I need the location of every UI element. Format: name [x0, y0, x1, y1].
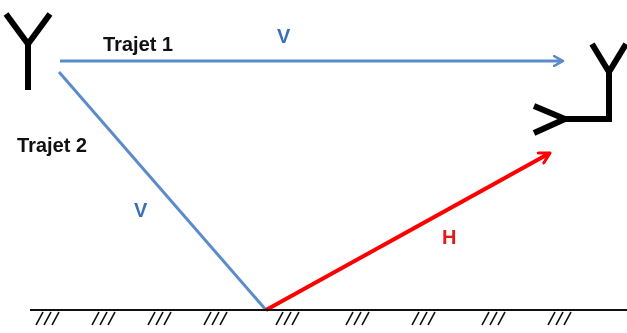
v-polarization-label-incident: V: [134, 200, 148, 222]
path-2-reflected-arrow: [265, 151, 550, 312]
rx-horizontal-antenna-icon: [532, 103, 612, 136]
ground-hatch-stroke: [419, 311, 428, 326]
ground-hatch-stroke: [411, 311, 420, 326]
ground-hatch-stroke: [353, 311, 362, 326]
ground-hatch-stroke: [361, 311, 370, 326]
ground-hatch-stroke: [497, 311, 506, 326]
ground-hatch-stroke: [427, 311, 436, 326]
ground-hatch-stroke: [51, 311, 60, 326]
ground-hatch-stroke: [275, 311, 284, 326]
tx-antenna-icon: [3, 12, 53, 90]
ground-hatch-stroke: [489, 311, 498, 326]
ground-hatch-stroke: [203, 311, 212, 326]
ground-hatch-stroke: [283, 311, 292, 326]
ground-hatch-stroke: [291, 311, 300, 326]
ground-hatch-stroke: [99, 311, 108, 326]
h-polarization-label-reflected: H: [442, 227, 456, 249]
ground-hatch-stroke: [35, 311, 44, 326]
v-polarization-label-direct: V: [277, 26, 291, 48]
ground-hatch-stroke: [43, 311, 52, 326]
ground-hatch-stroke: [555, 311, 564, 326]
ground-hatch-stroke: [107, 311, 116, 326]
path-2-label: Trajet 2: [17, 135, 87, 157]
ground-hatch-stroke: [155, 311, 164, 326]
ground-hatch-stroke: [163, 311, 172, 326]
ground-hatch-stroke: [547, 311, 556, 326]
ground-hatch-stroke: [563, 311, 572, 326]
ground-hatch-stroke: [211, 311, 220, 326]
ground-hatched-icon: [30, 309, 627, 326]
ground-hatch-stroke: [91, 311, 100, 326]
rx-vertical-antenna-icon: [589, 42, 627, 120]
ground-hatch-stroke: [345, 311, 354, 326]
ground-hatch-stroke: [481, 311, 490, 326]
path-2-incident-line: [57, 71, 268, 311]
ground-hatch-stroke: [147, 311, 156, 326]
ground-hatch-stroke: [219, 311, 228, 326]
path-1-label: Trajet 1: [103, 34, 173, 56]
